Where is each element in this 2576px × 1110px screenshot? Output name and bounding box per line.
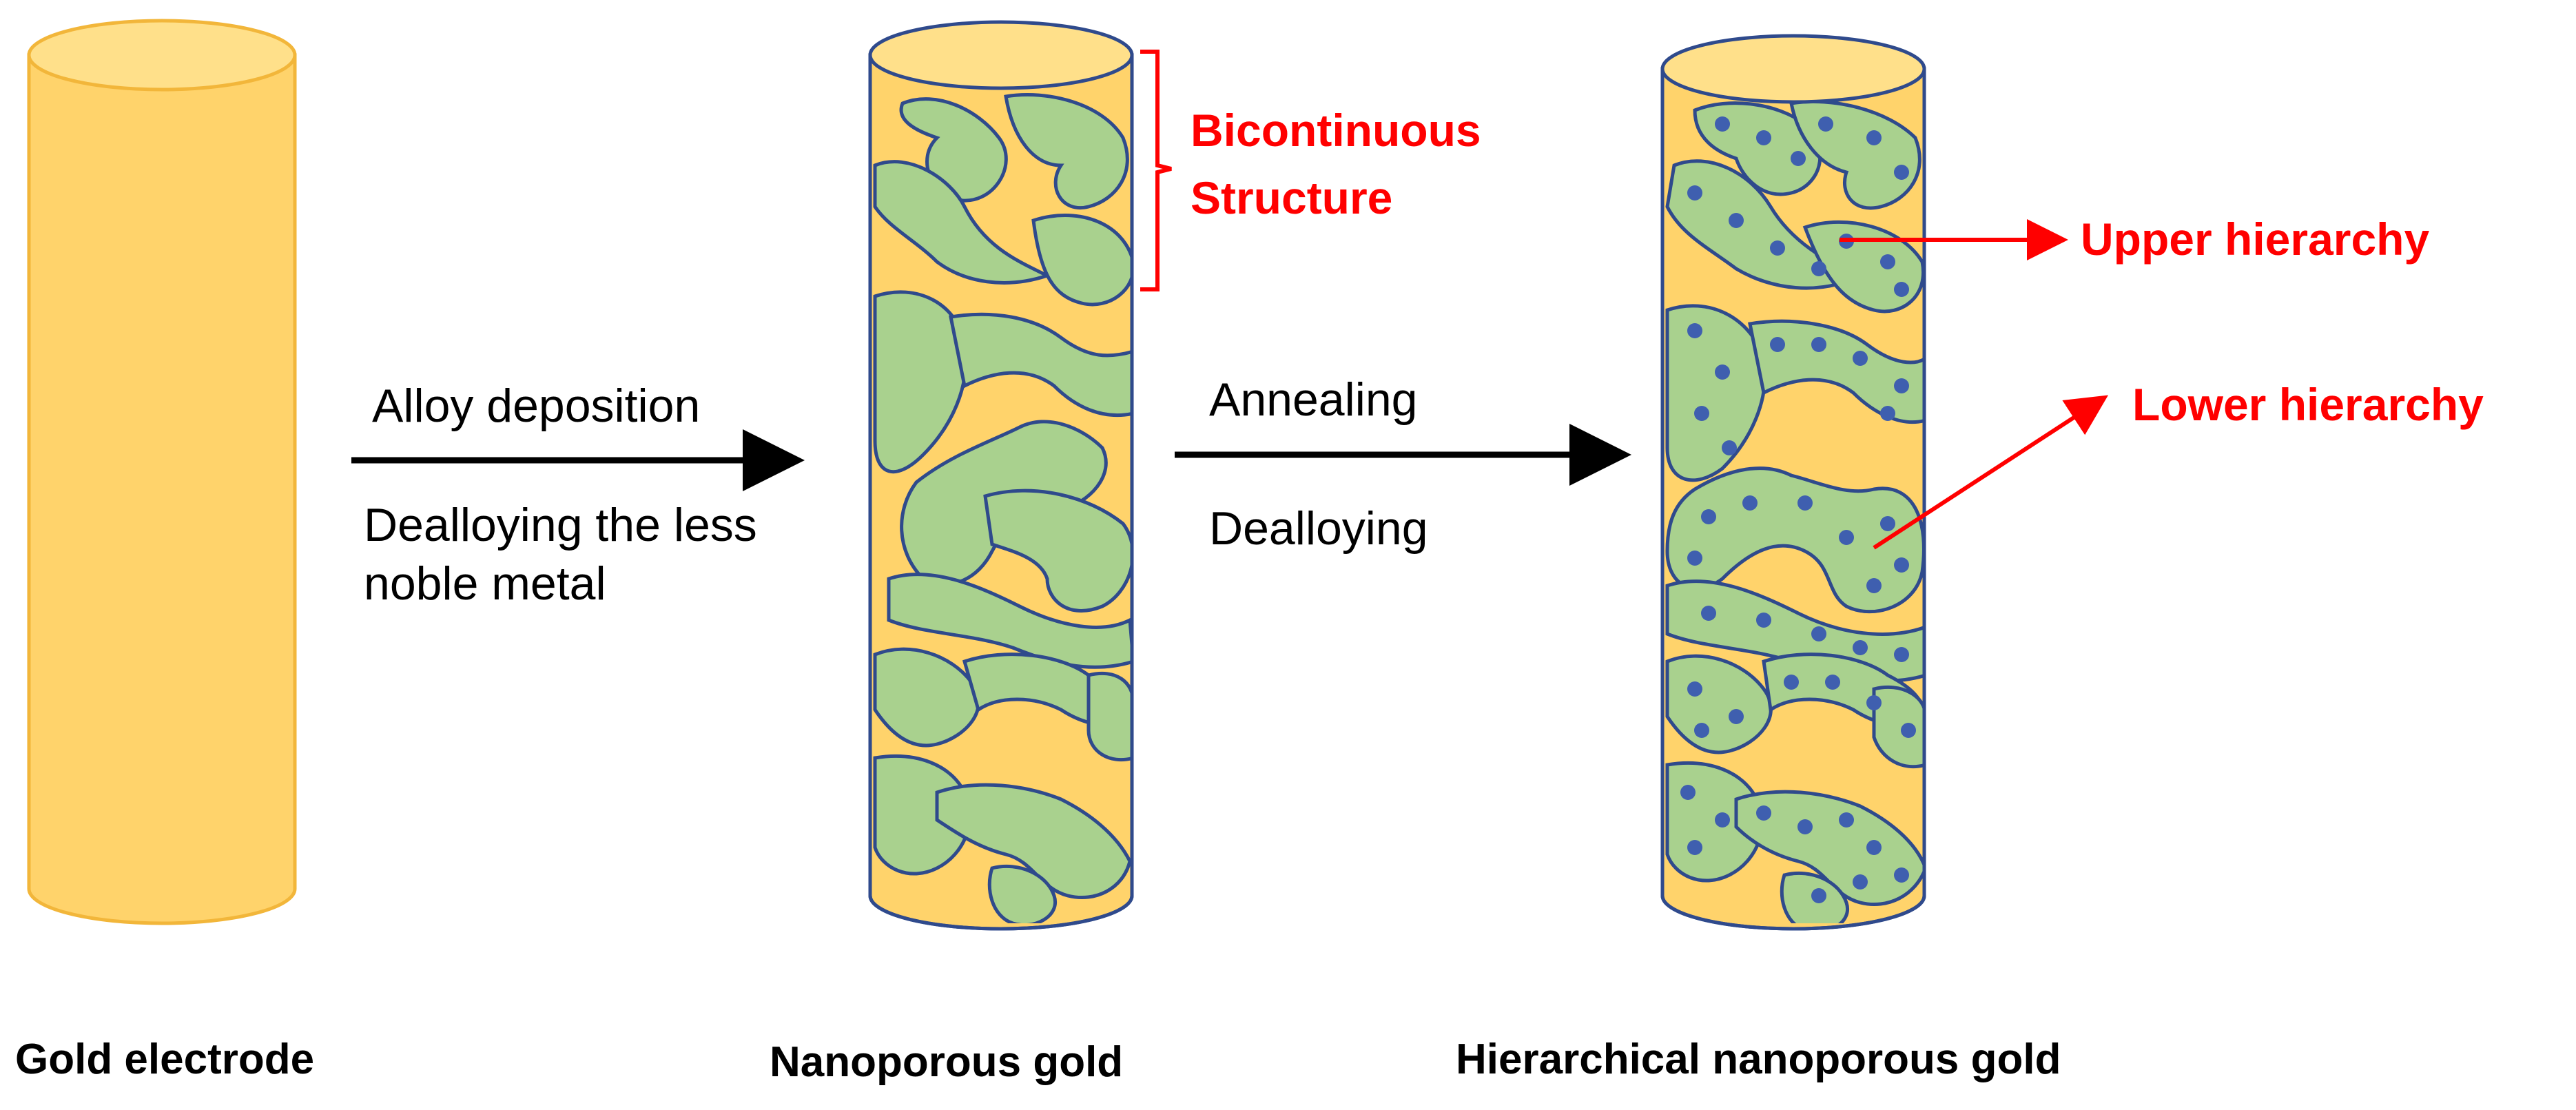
hierarchical-nanoporous-gold-cylinder (1660, 34, 1926, 931)
bicontinuous-label-2: Structure (1191, 172, 1392, 223)
nanopore-dots (1680, 116, 1916, 903)
caption-hierarchical: Hierarchical nanoporous gold (1456, 1036, 2061, 1083)
caption-gold-electrode: Gold electrode (15, 1036, 314, 1083)
upper-hierarchy-label: Upper hierarchy (2081, 214, 2429, 265)
lower-hierarchy-label: Lower hierarchy (2132, 379, 2484, 430)
hierarchical-ligament-network (1665, 100, 1924, 923)
gold-electrode-cylinder (27, 19, 297, 925)
step1-line2: Dealloying the less (364, 499, 757, 551)
step1-line3: noble metal (364, 557, 606, 610)
ligament-network (873, 93, 1132, 923)
step1-line1: Alloy deposition (372, 380, 700, 432)
lower-hierarchy-pointer (1873, 395, 2109, 550)
nanoporous-gold-cylinder (868, 20, 1134, 931)
bicontinuous-bracket (1140, 50, 1172, 291)
bicontinuous-label-1: Bicontinuous (1191, 105, 1481, 156)
caption-nanoporous-gold: Nanoporous gold (770, 1038, 1123, 1086)
step2-line2: Dealloying (1209, 502, 1428, 555)
step2-line1: Annealing (1209, 373, 1417, 426)
